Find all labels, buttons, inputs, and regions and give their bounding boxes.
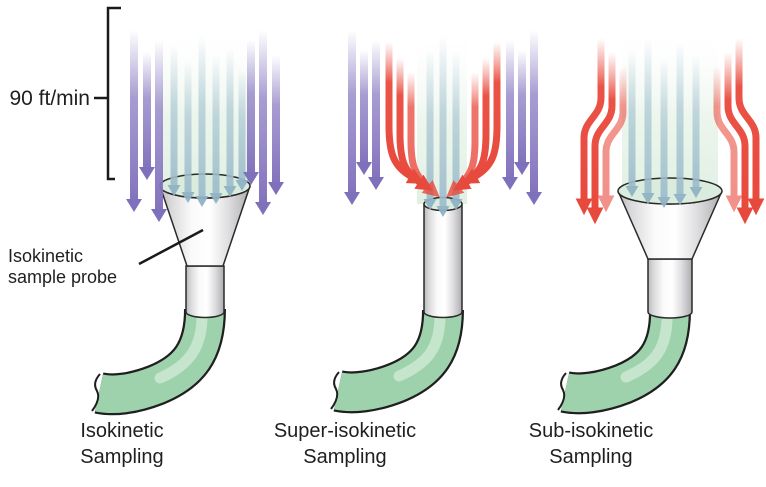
- diverted-arrow: [713, 66, 743, 213]
- diverted-air-arrows-diverging: [575, 38, 765, 225]
- caption-sub-isokinetic-line1: Sub-isokinetic: [529, 420, 654, 442]
- caption-super-isokinetic-line1: Super-isokinetic: [274, 420, 416, 442]
- caption-isokinetic-line1: Isokinetic: [80, 420, 163, 442]
- freestream-arrow: [368, 40, 384, 190]
- sampled-arrow: [209, 55, 223, 204]
- freestream-air-arrows: [126, 30, 284, 222]
- sampled-air-arrows: [423, 35, 463, 217]
- sampled-arrow: [689, 55, 703, 198]
- freestream-arrow: [151, 40, 167, 222]
- sampled-arrow: [235, 68, 249, 191]
- diverted-arrow: [575, 38, 605, 216]
- panel-super-isokinetic: [330, 24, 542, 414]
- sample-stream-band: [622, 24, 718, 192]
- freestream-arrow: [344, 30, 360, 205]
- diverted-arrow: [446, 72, 479, 198]
- probe-label-line2: sample probe: [8, 267, 117, 287]
- sampled-arrow: [195, 35, 209, 207]
- sampled-air-arrows: [625, 38, 703, 208]
- freestream-arrow: [502, 40, 518, 190]
- diverted-arrow: [396, 58, 433, 191]
- freestream-arrow: [139, 52, 155, 180]
- sampled-air-arrows: [167, 35, 249, 207]
- sampled-arrow: [449, 52, 463, 210]
- sampled-arrow: [625, 50, 639, 197]
- diverted-air-arrows-converging: [385, 42, 501, 198]
- probe-pointer-line: [138, 228, 204, 266]
- panel-isokinetic: [91, 24, 284, 416]
- probe-cylinder: [423, 203, 463, 319]
- caption-sub-isokinetic-line2: Sampling: [549, 446, 632, 468]
- tube-torn-end: [91, 373, 101, 412]
- probe-tube: [330, 309, 464, 414]
- velocity-bracket: [106, 6, 121, 181]
- velocity-annotation: 90 ft/min: [9, 6, 121, 181]
- panel-sub-isokinetic: [557, 24, 765, 415]
- freestream-arrow: [526, 30, 542, 205]
- caption-isokinetic-line2: Sampling: [80, 446, 163, 468]
- sampled-arrow: [436, 35, 450, 217]
- freestream-air-arrows: [344, 30, 542, 205]
- probe-tube: [557, 310, 691, 415]
- diverted-arrow: [735, 38, 765, 216]
- sampled-arrow: [223, 48, 237, 197]
- sampled-arrow: [673, 42, 687, 205]
- sampled-arrow: [641, 38, 655, 204]
- probe-neck: [185, 265, 225, 319]
- freestream-arrow: [255, 30, 271, 215]
- freestream-arrow: [126, 30, 142, 212]
- freestream-arrow: [243, 40, 259, 185]
- probe-neck: [647, 258, 693, 319]
- diverted-arrow: [586, 52, 616, 225]
- diverted-arrow: [724, 52, 754, 225]
- panel-captions: Isokinetic Sampling Super-isokinetic Sam…: [80, 420, 653, 468]
- freestream-arrow: [356, 50, 372, 175]
- tube-torn-end: [557, 372, 567, 411]
- sampled-arrow: [167, 45, 181, 196]
- probe-callout: Isokinetic sample probe: [8, 228, 204, 287]
- probe-label-line1: Isokinetic: [8, 246, 83, 266]
- velocity-label: 90 ft/min: [9, 87, 90, 110]
- diverted-arrow: [597, 66, 627, 213]
- diverted-arrow: [407, 72, 440, 198]
- probe-tube: [91, 308, 226, 416]
- sampled-arrow: [423, 50, 437, 210]
- diverted-arrow: [453, 58, 490, 191]
- tube-torn-end: [330, 371, 340, 410]
- freestream-arrow: [514, 50, 530, 175]
- sampled-arrow: [657, 58, 671, 208]
- freestream-arrow: [268, 55, 284, 195]
- sampled-arrow: [181, 60, 195, 203]
- caption-super-isokinetic-line2: Sampling: [303, 446, 386, 468]
